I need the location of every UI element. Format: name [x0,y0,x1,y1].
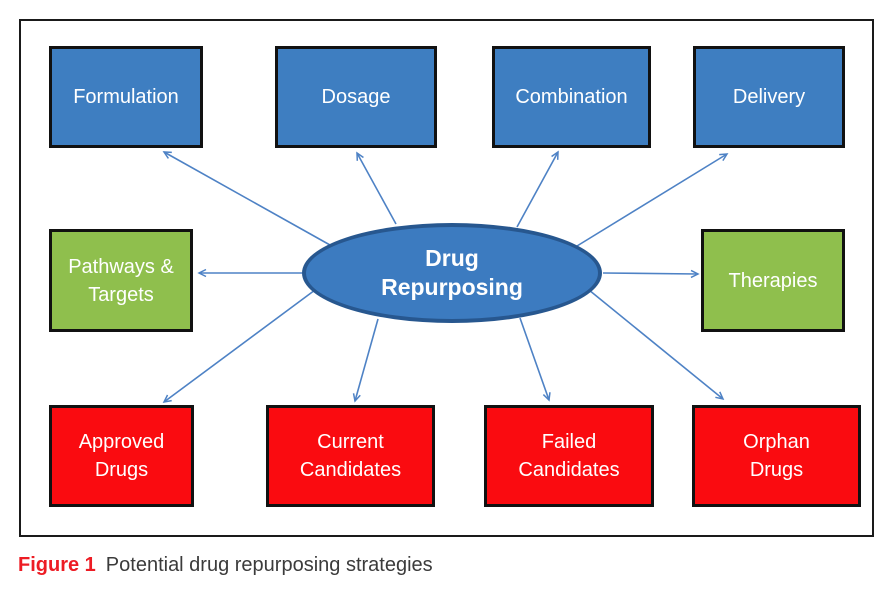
node-therapies: Therapies [701,229,845,332]
node-failed-candidates: Failed Candidates [484,405,654,507]
node-dosage: Dosage [275,46,437,148]
node-pathways-targets: Pathways & Targets [49,229,193,332]
node-orphan-drugs: Orphan Drugs [692,405,861,507]
node-approved-drugs: Approved Drugs [49,405,194,507]
caption-label: Figure 1 [18,554,96,576]
node-formulation: Formulation [49,46,203,148]
node-combination: Combination [492,46,651,148]
caption-text: Potential drug repurposing strategies [105,554,433,576]
center-node-drug-repurposing: Drug Repurposing [302,223,602,323]
node-delivery: Delivery [693,46,845,148]
node-current-candidates: Current Candidates [266,405,435,507]
figure-caption: Figure 1 Potential drug repurposing strat… [18,552,433,578]
